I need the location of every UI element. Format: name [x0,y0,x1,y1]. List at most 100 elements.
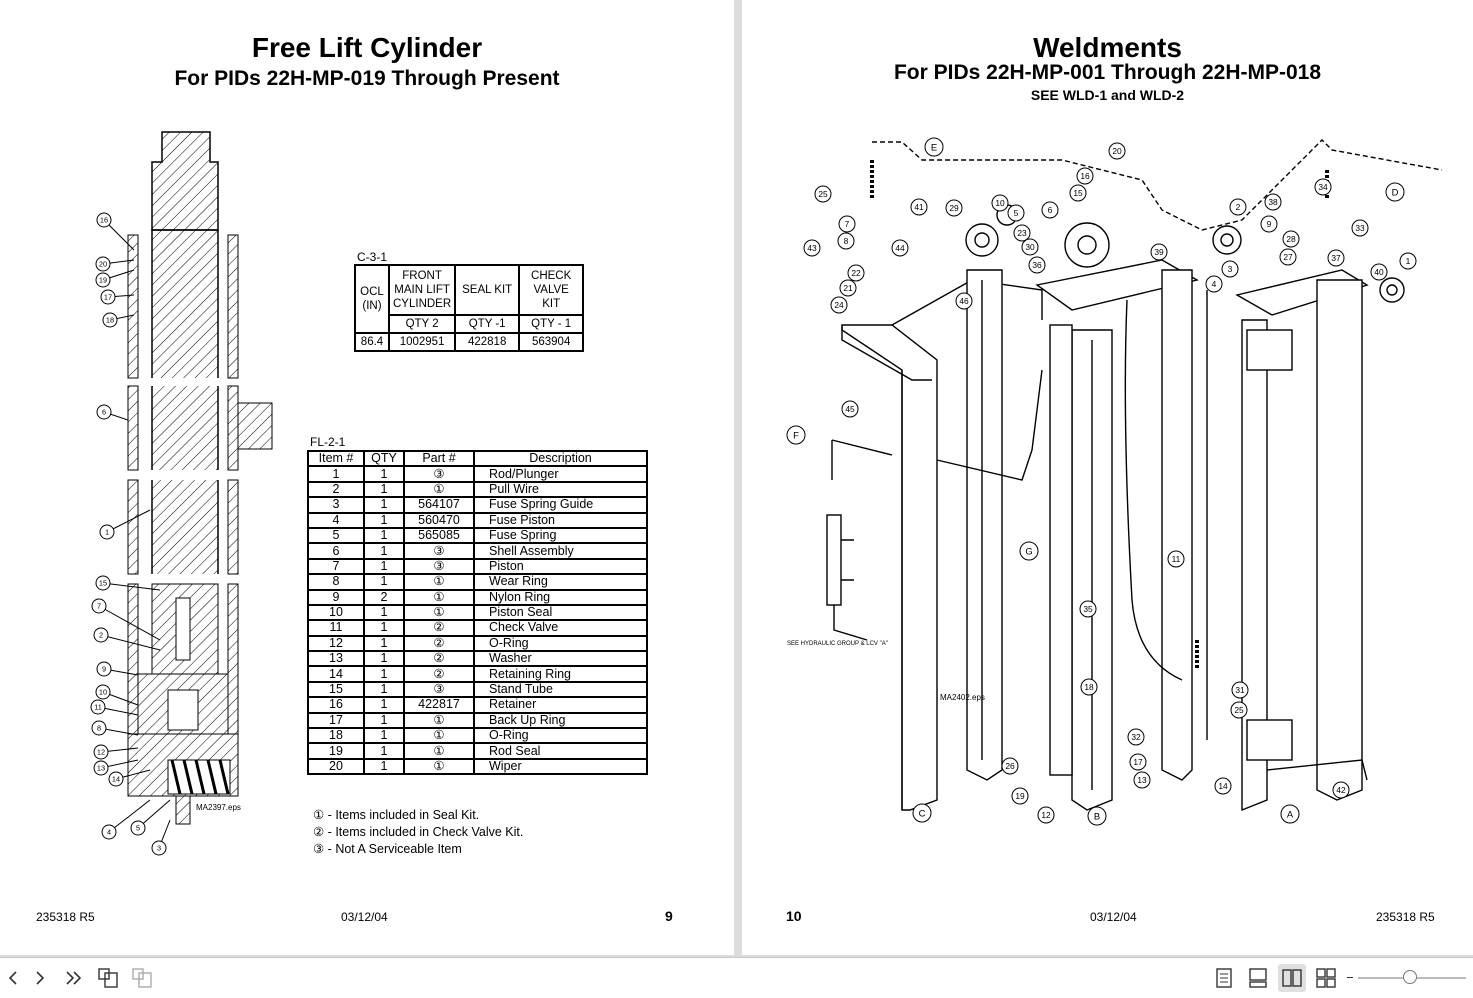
cell-qty: 1 [363,465,405,483]
callout-circle [1205,275,1223,293]
shell-left-wall [127,234,139,379]
callout-circle [1087,806,1107,826]
callout-label: 10 [99,688,107,697]
previous-page-icon[interactable] [0,964,28,992]
callout-label: 18 [1084,682,1094,692]
callout-circle [945,199,963,217]
callout-circle [955,292,973,310]
kit-header-check: CHECK VALVE KIT [518,264,585,316]
cell-qty: 1 [363,557,405,576]
rotate-disabled-icon[interactable] [128,964,156,992]
callout-circle [1037,806,1055,824]
callout-circle [1221,260,1239,278]
rod-top [151,131,219,231]
cell-description: Fuse Piston [473,511,648,529]
kit-qty-cylinder: QTY 2 [387,314,457,334]
page-subtitle: For PIDs 22H-MP-019 Through Present [174,67,560,90]
last-page-icon[interactable] [60,964,88,992]
callout-label: 29 [949,203,959,213]
callout-label: 2 [99,631,103,640]
kit-table: OCL (IN) FRONT MAIN LIFT CYLINDER SEAL K… [354,264,585,352]
viewer-toolbar [0,957,1473,998]
callout-label: 4 [1212,279,1217,289]
cell-item: 11 [307,619,365,637]
callout-circle [1327,249,1345,267]
single-page-icon[interactable] [1210,964,1238,992]
callout-label: 30 [1025,242,1035,252]
cell-item: 12 [307,634,365,653]
cell-item: 13 [307,650,365,668]
note-check-valve-kit: ② - Items included in Check Valve Kit. [313,825,524,839]
callout-circle [1167,550,1185,568]
callout-label: 12 [97,748,105,757]
callout-label: 31 [1235,685,1245,695]
cell-part: ① [403,480,475,499]
callout-label: 41 [914,202,924,212]
thumbnails-icon[interactable] [1312,964,1340,992]
cell-item: 6 [307,542,365,560]
callout-circle [151,840,167,856]
cell-description: Rod/Plunger [473,465,648,483]
footer-doc-number: 235318 R5 [36,910,95,924]
callout-circle [1264,193,1282,211]
document-viewer: Free Lift Cylinder For PIDs 22H-MP-019 T… [0,0,1473,957]
callout-label: 13 [97,764,105,773]
callout-label: 27 [1283,252,1293,262]
callout-circle [1260,215,1278,233]
callout-circle [1214,777,1232,795]
callout-circle [786,425,806,445]
callout-label: 17 [1133,757,1143,767]
rotate-icon[interactable] [94,964,122,992]
two-page-icon[interactable] [1278,964,1306,992]
kit-header-seal: SEAL KIT [454,264,521,316]
callout-circle [1108,142,1126,160]
port-fitting [237,402,273,450]
continuous-page-icon[interactable] [1244,964,1272,992]
cell-description: Nylon Ring [473,588,648,606]
callout-circle [1028,256,1046,274]
callout-circle [1080,678,1098,696]
cell-item: 4 [307,511,365,529]
callout-label: 25 [818,189,828,199]
cell-description: Retainer [473,696,648,714]
callout-label: 11 [94,703,102,712]
callout-label: 44 [895,243,905,253]
callout-label: B [1094,811,1100,822]
callout-label: 5 [136,824,140,833]
kit-qty-seal: QTY -1 [454,314,521,334]
callout-circle [1229,198,1247,216]
callout-label: D [1392,187,1399,198]
kit-header-cylinder: FRONT MAIN LIFT CYLINDER [387,264,457,316]
zoom-out-icon[interactable] [1347,977,1353,978]
callout-circle [1399,252,1417,270]
zoom-slider-handle[interactable] [1403,970,1417,984]
cell-description: O-Ring [473,634,648,653]
callout-circle [102,312,118,328]
cell-part: ① [403,727,475,745]
callout-label: 6 [1048,205,1053,215]
callout-circle [93,744,109,760]
callout-circle [96,212,112,228]
kit-value-cylinder: 1002951 [387,332,457,352]
callout-label: 6 [102,408,106,417]
cell-description: Check Valve [473,619,648,637]
callout-circle [93,760,109,776]
kit-qty-check: QTY - 1 [518,314,585,334]
callout-circle [130,820,146,836]
cell-qty: 1 [363,619,405,637]
callout-circle [1370,263,1388,281]
cell-part: ③ [403,557,475,576]
page-9: Free Lift Cylinder For PIDs 22H-MP-019 T… [0,0,734,955]
callout-label: 8 [97,724,101,733]
page-title: Weldments [1033,32,1182,63]
next-page-icon[interactable] [26,964,54,992]
callout-label: 34 [1318,182,1328,192]
